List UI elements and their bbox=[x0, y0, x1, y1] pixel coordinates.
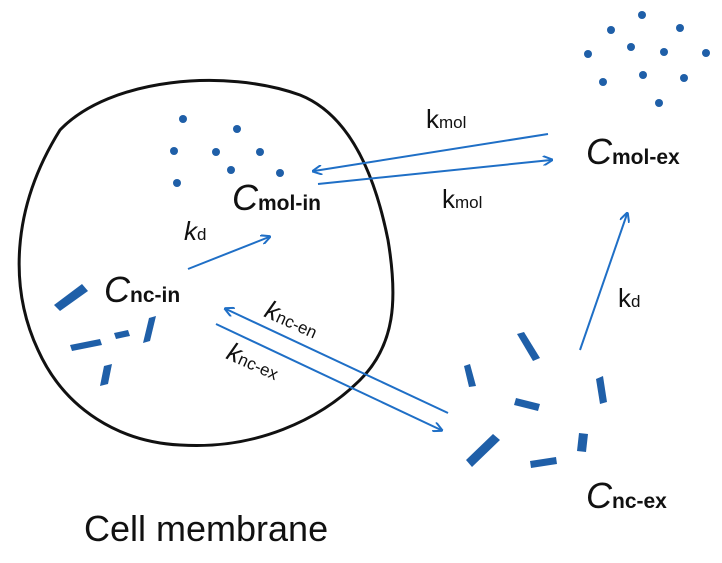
label-subscript: mol bbox=[455, 193, 483, 212]
label-main: k bbox=[618, 283, 631, 313]
arrow-mol-influx bbox=[314, 133, 549, 171]
molecule-dot bbox=[660, 48, 668, 56]
molecule-dot bbox=[680, 74, 688, 82]
label-subscript: nc-in bbox=[130, 284, 181, 307]
label-main: C bbox=[586, 131, 612, 172]
molecule-dot bbox=[170, 147, 178, 155]
arrow-kd-ex bbox=[579, 214, 627, 351]
molecule-dot bbox=[233, 125, 241, 133]
extracellular-nanocarriers bbox=[464, 332, 607, 468]
nanocarrier-shard bbox=[100, 364, 112, 386]
label-k-mol-top: kmol bbox=[426, 106, 466, 132]
nanocarrier-shard bbox=[70, 339, 102, 351]
nanocarrier-shard bbox=[54, 284, 88, 311]
label-main: k bbox=[442, 184, 455, 214]
intracellular-nanocarriers bbox=[54, 284, 156, 386]
arrows bbox=[187, 133, 627, 430]
label-k-d-ex: kd bbox=[618, 285, 640, 311]
molecule-dot bbox=[179, 115, 187, 123]
molecule-dot bbox=[676, 24, 684, 32]
label-k-mol-bottom: kmol bbox=[442, 186, 482, 212]
nanocarrier-shard bbox=[577, 433, 588, 452]
arrow-kd-in bbox=[187, 237, 269, 270]
label-c-mol-in: Cmol-in bbox=[232, 180, 321, 216]
nanocarrier-shard bbox=[514, 398, 540, 411]
label-main: k bbox=[184, 216, 197, 246]
arrow-nc-exocytosis bbox=[215, 323, 441, 430]
molecule-dot bbox=[256, 148, 264, 156]
molecule-dot bbox=[276, 169, 284, 177]
label-main: C bbox=[232, 177, 258, 218]
molecule-dot bbox=[607, 26, 615, 34]
molecule-dot bbox=[212, 148, 220, 156]
cell-membrane-outline bbox=[17, 78, 395, 448]
molecule-dot bbox=[599, 78, 607, 86]
nanocarrier-shard bbox=[517, 332, 540, 361]
label-subscript: mol-in bbox=[258, 192, 321, 215]
label-subscript: mol-ex bbox=[612, 146, 680, 169]
molecule-dot bbox=[702, 49, 710, 57]
label-c-mol-ex: Cmol-ex bbox=[586, 134, 680, 170]
extracellular-molecules bbox=[584, 11, 710, 107]
molecule-dot bbox=[173, 179, 181, 187]
molecule-dot bbox=[655, 99, 663, 107]
label-subscript: mol bbox=[439, 113, 467, 132]
nanocarrier-shard bbox=[596, 376, 607, 404]
molecule-dot bbox=[638, 11, 646, 19]
label-subscript: d bbox=[197, 225, 207, 244]
nanocarrier-shard bbox=[114, 330, 130, 339]
intracellular-molecules bbox=[170, 115, 284, 187]
molecule-dot bbox=[584, 50, 592, 58]
molecule-dot bbox=[639, 71, 647, 79]
nanocarrier-shard bbox=[143, 316, 156, 343]
label-main: k bbox=[426, 104, 439, 134]
label-subscript: d bbox=[631, 292, 641, 311]
label-subscript: nc-ex bbox=[612, 490, 667, 513]
nanocarrier-shard bbox=[464, 364, 476, 387]
label-c-nc-in: Cnc-in bbox=[104, 272, 180, 308]
nanocarrier-shard bbox=[530, 457, 557, 468]
caption-cell-membrane: Cell membrane bbox=[84, 508, 329, 549]
label-c-nc-ex: Cnc-ex bbox=[586, 478, 667, 514]
molecule-dot bbox=[227, 166, 235, 174]
label-k-d-in: kd bbox=[184, 218, 206, 244]
label-main: C bbox=[586, 475, 612, 516]
label-main: C bbox=[104, 269, 130, 310]
arrow-nc-endocytosis bbox=[226, 309, 449, 414]
molecule-dot bbox=[627, 43, 635, 51]
arrow-mol-efflux bbox=[317, 160, 551, 185]
nanocarrier-shard bbox=[466, 434, 500, 467]
